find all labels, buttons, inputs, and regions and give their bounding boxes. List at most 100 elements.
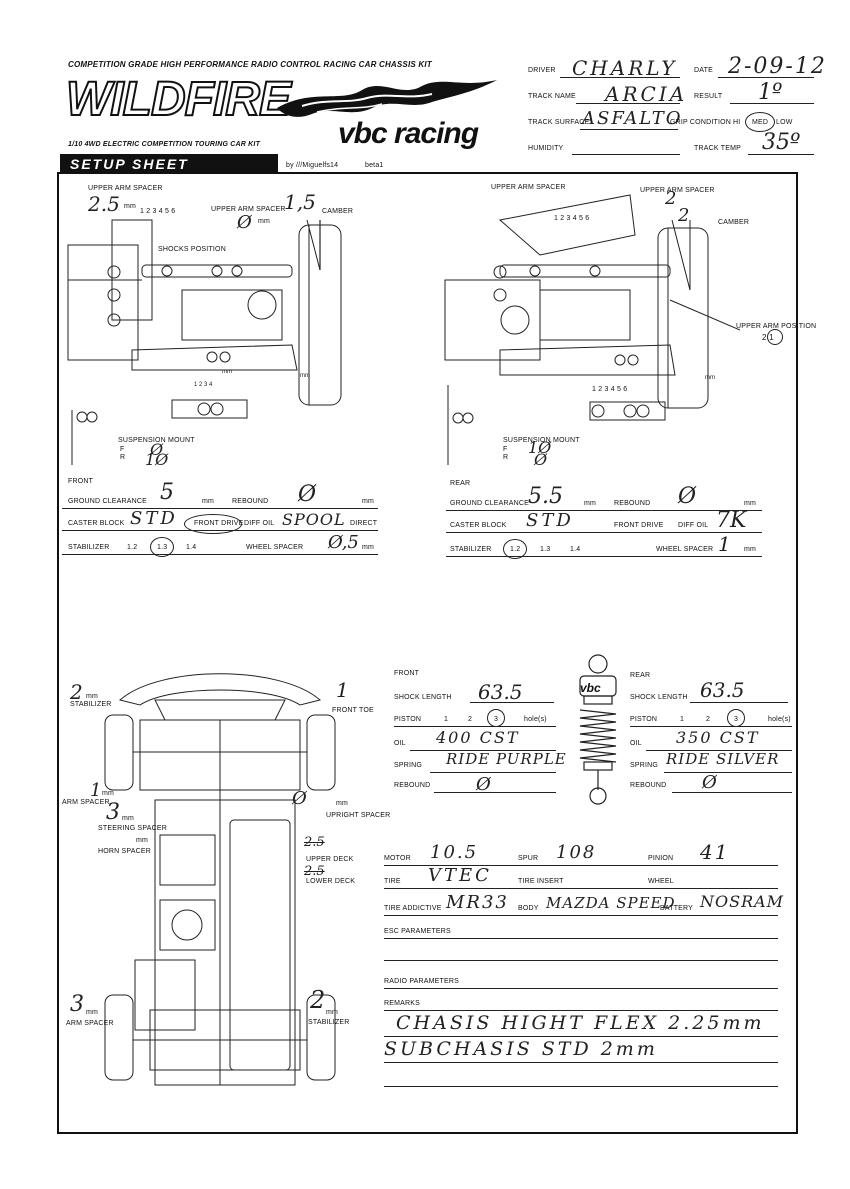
- rear-camber-value[interactable]: 2: [678, 205, 690, 226]
- shock-absorber-graphic: [579, 654, 617, 805]
- front-spring-label: SPRING: [394, 762, 423, 769]
- f-label: F: [120, 446, 125, 453]
- spur-value[interactable]: 108: [556, 842, 597, 863]
- lower-deck-value[interactable]: 2.5: [304, 864, 325, 879]
- front-stab-3[interactable]: 1.4: [186, 544, 197, 551]
- upright-spacer-label: UPRIGHT SPACER: [326, 812, 391, 819]
- track-name-value[interactable]: ARCIA: [605, 82, 688, 106]
- body-value[interactable]: MAZDA SPEED: [546, 894, 676, 912]
- upper-arm-position-label: UPPER ARM POSITION: [736, 323, 817, 330]
- front-camber-value[interactable]: 1,5: [284, 190, 316, 214]
- front-upper-arm-spacer-value[interactable]: 2.5: [88, 192, 120, 216]
- tire-additive-value[interactable]: MR33: [446, 892, 509, 913]
- rear-shock-length-value[interactable]: 63.5: [700, 678, 745, 702]
- flame-graphic: [277, 80, 497, 117]
- rear-shock-length-label: SHOCK LENGTH: [630, 694, 688, 701]
- rear-mount-f[interactable]: 1Ø: [528, 438, 552, 457]
- horn-spacer-label: HORN SPACER: [98, 848, 152, 855]
- rear-piston-2[interactable]: 2: [706, 716, 711, 723]
- rear-caster-label: CASTER BLOCK: [450, 522, 507, 529]
- arm-spacer-front-value[interactable]: 1: [90, 780, 102, 801]
- wildfire-logo: WILDFIRE: [65, 72, 292, 127]
- battery-value[interactable]: NOSRAM: [700, 892, 785, 911]
- remark-line-1[interactable]: CHASIS HIGHT FLEX 2.25mm: [396, 1012, 765, 1034]
- rear-spring-value[interactable]: RIDE SILVER: [666, 750, 780, 768]
- tire-value[interactable]: VTEC: [428, 865, 492, 886]
- stabilizer-front-label: STABILIZER: [70, 701, 112, 708]
- rear-stab-2[interactable]: 1.3: [540, 546, 551, 553]
- front-mount-r[interactable]: 1Ø: [145, 450, 169, 469]
- grip-low[interactable]: LOW: [776, 119, 793, 126]
- track-name-label: TRACK NAME: [528, 93, 576, 100]
- mm-unit: mm: [136, 837, 149, 844]
- front-mount-f[interactable]: Ø: [150, 440, 164, 459]
- arm-spacer-rear-label: ARM SPACER: [66, 1020, 114, 1027]
- upright-spacer-value[interactable]: Ø: [292, 788, 307, 809]
- front-stab-1[interactable]: 1.2: [127, 544, 138, 551]
- rear-suspension-mount-label: SUSPENSION MOUNT: [503, 437, 580, 444]
- front-wheel-spacer-value[interactable]: Ø,5: [328, 532, 359, 553]
- svg-text:mm: mm: [222, 369, 232, 375]
- rear-wheel-spacer-value[interactable]: 1: [718, 532, 731, 556]
- grip-hi[interactable]: HI: [733, 119, 741, 126]
- front-oil-label: OIL: [394, 740, 406, 747]
- date-value[interactable]: 2-09-12: [728, 54, 827, 79]
- rear-stab-3[interactable]: 1.4: [570, 546, 581, 553]
- mm-unit: mm: [336, 800, 349, 807]
- mm-unit: mm: [86, 693, 99, 700]
- front-caster-value[interactable]: STD: [130, 508, 178, 529]
- rear-shock-rebound-value[interactable]: Ø: [702, 772, 717, 793]
- rear-upper-arm-spacer2-label: UPPER ARM SPACER: [640, 187, 715, 194]
- front-piston-circle: [487, 709, 505, 727]
- front-oil-value[interactable]: 400 CST: [436, 728, 520, 747]
- mm-unit: mm: [122, 815, 135, 822]
- stabilizer-front-value[interactable]: 2: [70, 680, 83, 704]
- front-shock-length-value[interactable]: 63.5: [478, 680, 523, 704]
- stabilizer-rear-value[interactable]: 2: [310, 986, 326, 1014]
- front-toe-value[interactable]: 1: [336, 678, 349, 702]
- rear-stab-circle: [503, 539, 527, 559]
- rear-diff-value[interactable]: 7K: [716, 508, 747, 533]
- front-piston-2[interactable]: 2: [468, 716, 473, 723]
- front-piston-label: PISTON: [394, 716, 422, 723]
- result-value[interactable]: 1º: [758, 80, 783, 105]
- arm-spacer-rear-value[interactable]: 3: [70, 992, 84, 1017]
- front-shock-holes: 1 2 3 4 5 6: [140, 208, 176, 215]
- front-rebound-value[interactable]: Ø: [298, 482, 317, 507]
- rear-front-drive-label[interactable]: FRONT DRIVE: [614, 522, 664, 529]
- rear-rebound-value[interactable]: Ø: [678, 484, 697, 509]
- rear-upper-arm-spacer2-value[interactable]: 2: [665, 188, 677, 209]
- sub-line: 1/10 4WD ELECTRIC COMPETITION TOURING CA…: [68, 141, 261, 148]
- mm-unit: mm: [124, 203, 137, 210]
- shock-rear-title: REAR: [630, 672, 651, 679]
- steering-spacer-value[interactable]: 3: [106, 800, 120, 825]
- front-ground-clearance-value[interactable]: 5: [160, 480, 174, 505]
- front-upper-arm-spacer2-value[interactable]: Ø: [237, 212, 252, 233]
- pinion-value[interactable]: 41: [700, 840, 730, 864]
- front-piston-1[interactable]: 1: [444, 716, 449, 723]
- rear-oil-value[interactable]: 350 CST: [676, 728, 760, 747]
- rear-caster-value[interactable]: STD: [526, 510, 574, 531]
- motor-value[interactable]: 10.5: [430, 842, 479, 863]
- wheel-label: WHEEL: [648, 878, 674, 885]
- rear-piston-1[interactable]: 1: [680, 716, 685, 723]
- front-upper-arm-spacer-label: UPPER ARM SPACER: [88, 185, 163, 192]
- front-spring-value[interactable]: RIDE PURPLE: [446, 750, 567, 768]
- upper-deck-value[interactable]: 2.5: [304, 835, 325, 850]
- mm-unit: mm: [102, 790, 115, 797]
- track-surface-value[interactable]: ASFALTO: [582, 108, 683, 129]
- driver-value[interactable]: CHARLY: [572, 56, 678, 80]
- radio-parameters-label: RADIO PARAMETERS: [384, 978, 460, 985]
- rear-mount-r[interactable]: Ø: [534, 450, 548, 469]
- front-shock-rebound-value[interactable]: Ø: [476, 774, 491, 795]
- f-label: F: [503, 446, 508, 453]
- front-diff-value[interactable]: SPOOL: [282, 510, 346, 529]
- rear-ground-clearance-value[interactable]: 5.5: [528, 484, 563, 509]
- front-caster-label: CASTER BLOCK: [68, 520, 125, 527]
- pinion-label: PINION: [648, 855, 674, 862]
- svg-text:mm: mm: [705, 375, 715, 381]
- track-temp-value[interactable]: 35º: [762, 130, 801, 155]
- front-stabilizer-label: STABILIZER: [68, 544, 110, 551]
- remark-line-2[interactable]: SUBCHASIS STD 2mm: [384, 1038, 658, 1060]
- steering-spacer-label: STEERING SPACER: [98, 825, 167, 832]
